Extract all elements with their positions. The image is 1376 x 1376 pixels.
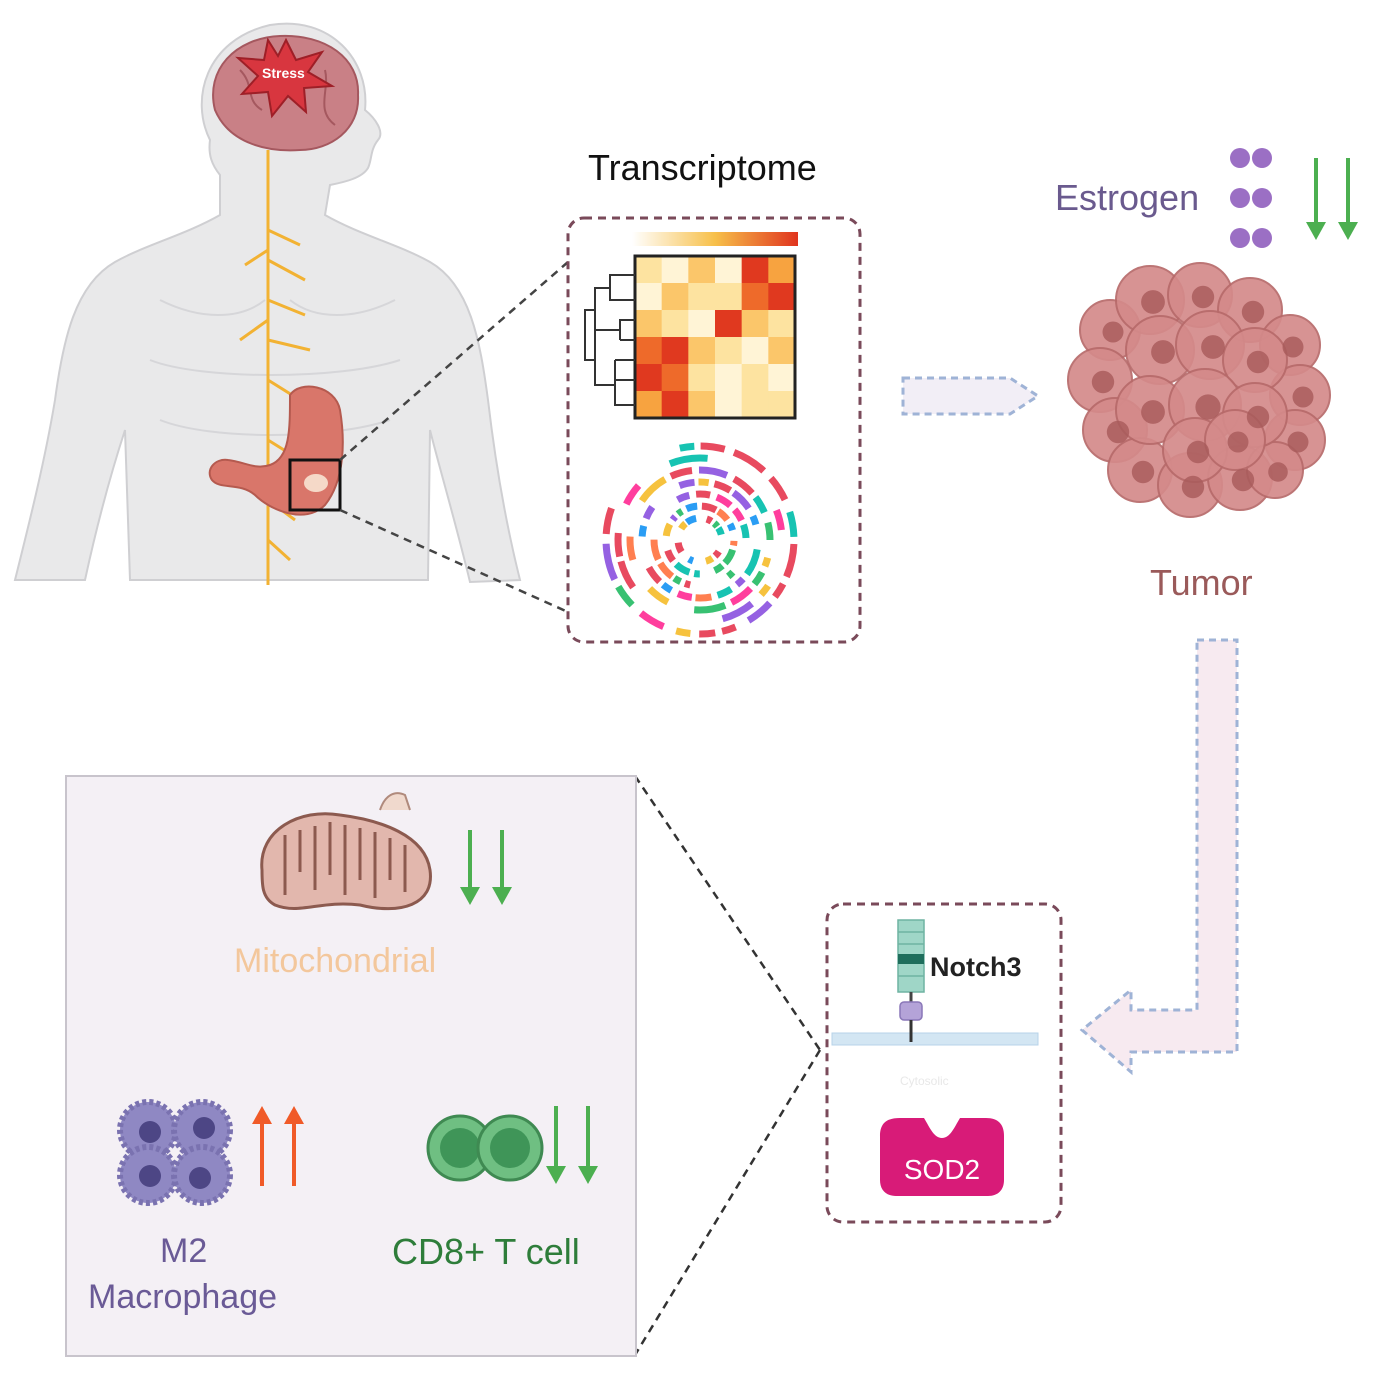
panel-connector-lines	[633, 775, 822, 1356]
flow-arrow-right	[901, 376, 1041, 416]
down-arrow-icon	[1338, 158, 1358, 240]
stress-label: Stress	[262, 65, 305, 81]
faint-cytosol-label: Cytosolic	[900, 1074, 949, 1088]
mechanism-box	[825, 902, 1063, 1224]
heatmap-icon	[584, 232, 798, 420]
up-arrow-icon	[284, 1106, 304, 1186]
macrophage-label: Macrophage	[88, 1278, 278, 1316]
down-arrow-icon	[546, 1106, 566, 1184]
sod2-protein-icon	[880, 1118, 1004, 1196]
cell-membrane	[831, 1032, 1039, 1046]
estrogen-molecules-icon	[1230, 148, 1272, 248]
color-scale-bar	[632, 232, 798, 246]
stress-burst-icon	[235, 37, 336, 119]
zoom-box	[288, 458, 342, 512]
tumor-label: Tumor	[1150, 562, 1253, 603]
circos-plot-icon	[602, 442, 798, 638]
down-arrow-icon	[492, 830, 512, 905]
macrophage-icon	[117, 1099, 233, 1206]
down-arrow-icon	[1306, 158, 1326, 240]
transcriptome-box	[566, 216, 862, 644]
flow-arrow-down-left	[1079, 638, 1239, 1076]
cd8-down-arrows	[546, 1106, 598, 1184]
down-arrow-icon	[578, 1106, 598, 1184]
down-arrow-icon	[460, 830, 480, 905]
t-cell-icon	[426, 1114, 544, 1182]
estrogen-down-arrows	[1306, 158, 1358, 240]
stomach-icon	[208, 385, 344, 516]
transcriptome-label: Transcriptome	[588, 147, 817, 188]
sod2-label: SOD2	[903, 1154, 981, 1185]
mitochondrial-label: Mitochondrial	[234, 942, 437, 980]
mitochondrial-down-arrows	[460, 830, 512, 905]
estrogen-label: Estrogen	[1055, 177, 1200, 218]
dendrogram	[584, 274, 635, 406]
notch3-label: Notch3	[930, 952, 1022, 982]
m2-up-arrows	[252, 1106, 304, 1186]
mitochondrion-icon	[260, 792, 432, 911]
notch3-receptor-icon	[897, 919, 925, 1042]
up-arrow-icon	[252, 1106, 272, 1186]
m2-label: M2	[160, 1232, 208, 1270]
tumor-icon	[1067, 262, 1331, 518]
cd8-t-cell-label: CD8+ T cell	[392, 1231, 580, 1272]
brain-icon	[212, 34, 360, 152]
